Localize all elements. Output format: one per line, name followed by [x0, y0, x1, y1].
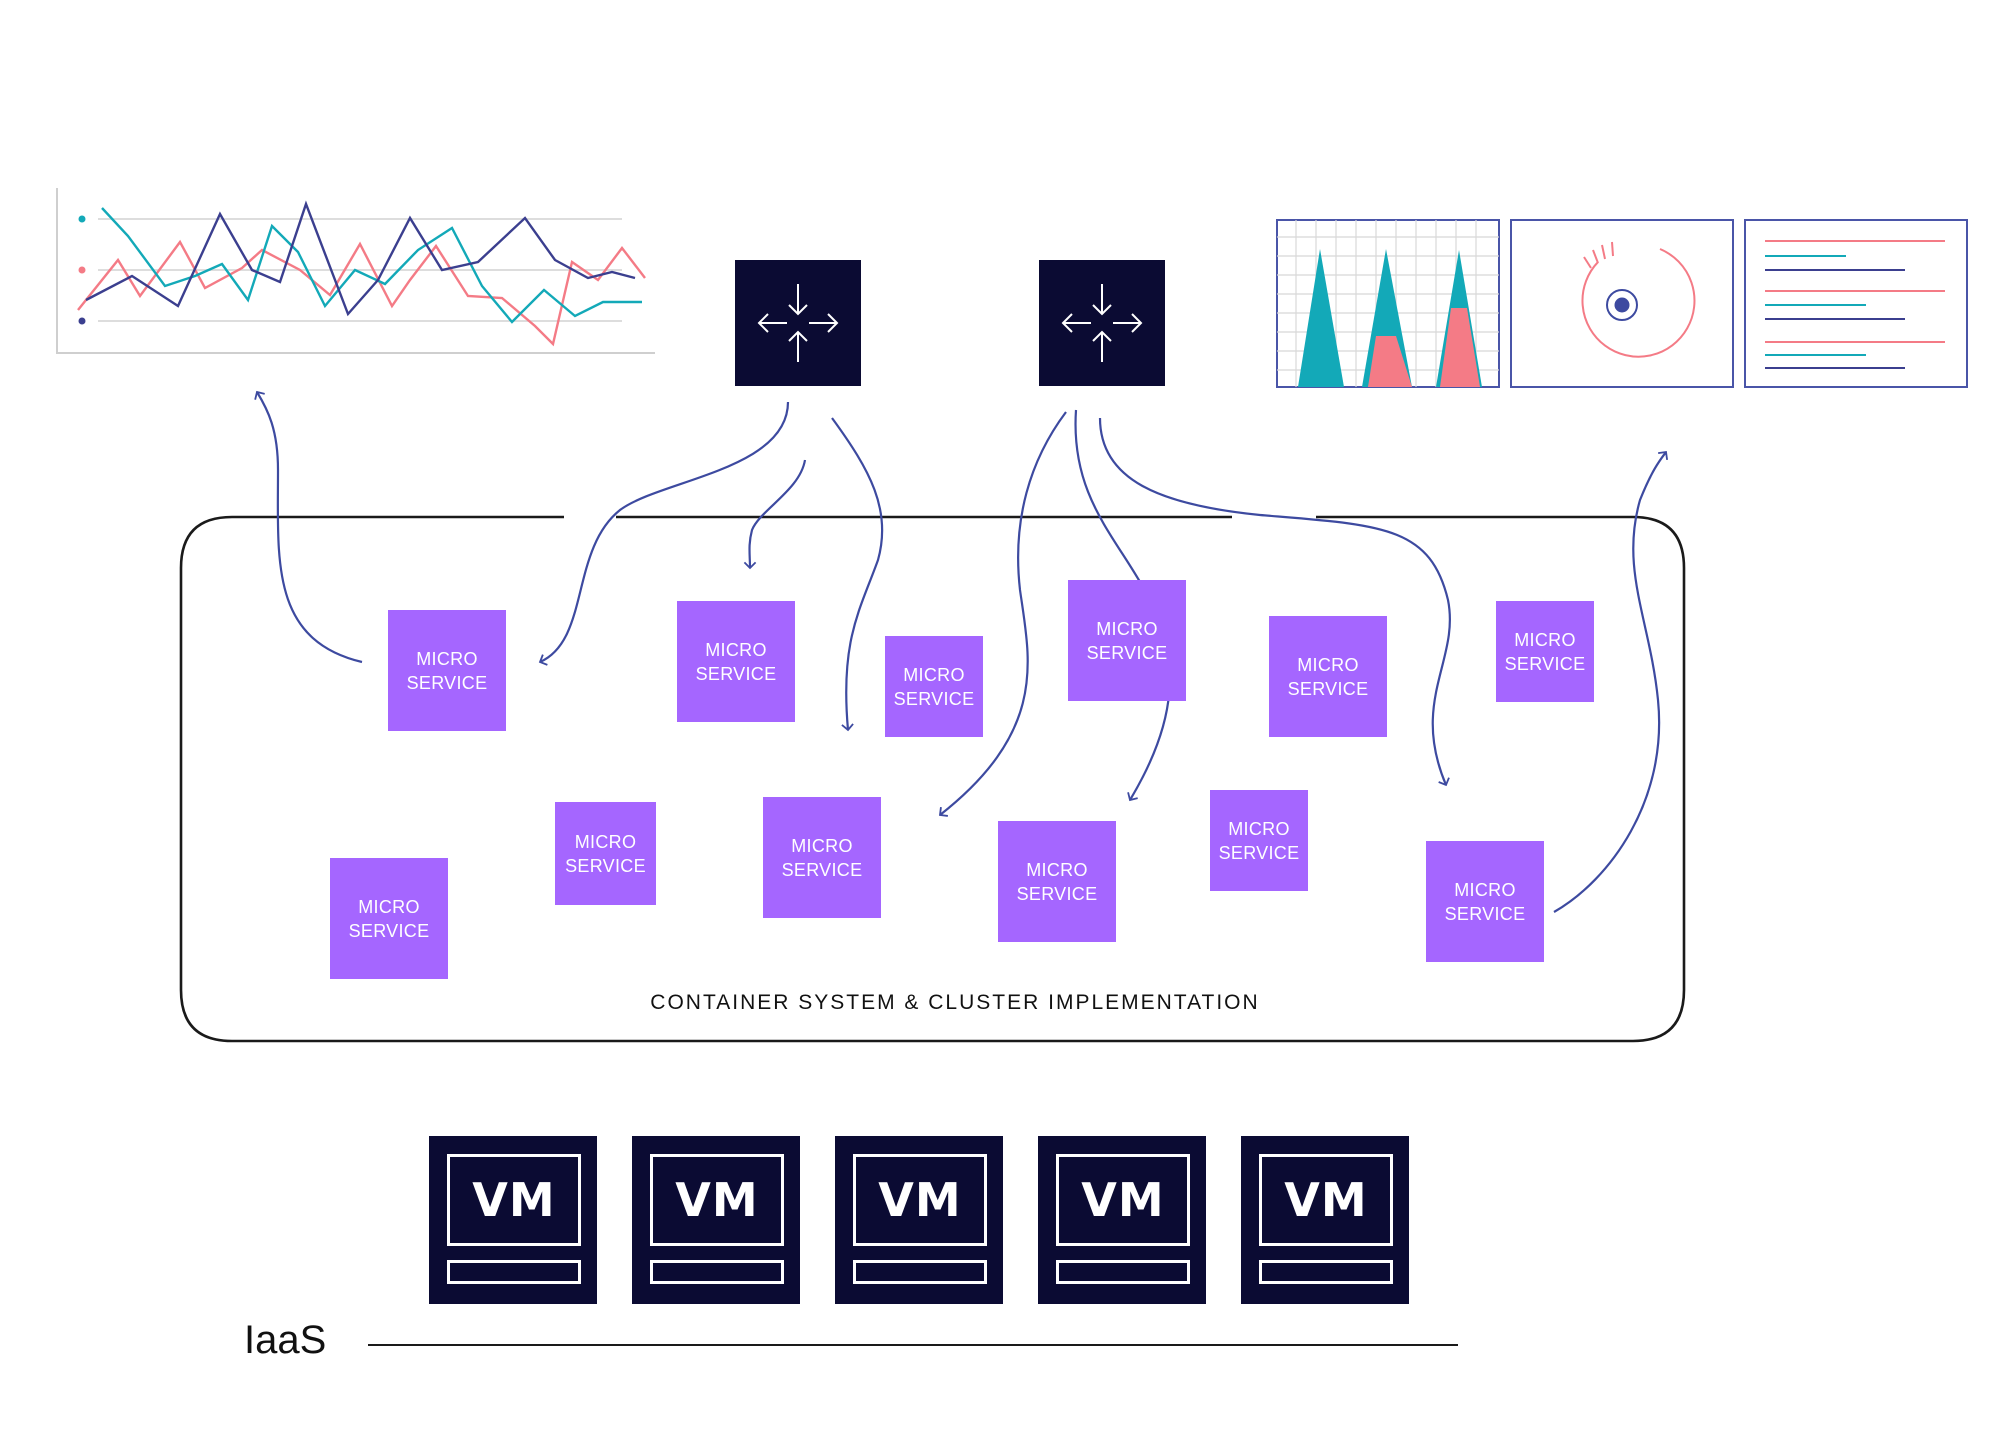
- microservice-box: MICRO SERVICE: [555, 802, 656, 905]
- microservice-box: MICRO SERVICE: [763, 797, 881, 918]
- microservice-label-line1: MICRO: [358, 896, 420, 917]
- vm-box: VM: [632, 1136, 800, 1304]
- line-chart-series-navy: [85, 200, 636, 317]
- line-chart-icon: [56, 188, 655, 354]
- radar-target-icon: [1510, 219, 1734, 388]
- microservice-label-line1: MICRO: [574, 831, 637, 852]
- arrows-converge-icon: [757, 284, 839, 362]
- vm-box: VM: [429, 1136, 597, 1304]
- microservice-box: MICRO SERVICE: [388, 610, 506, 731]
- microservice-label-line2: SERVICE: [1444, 903, 1526, 924]
- microservice-box: MICRO SERVICE: [1426, 841, 1544, 962]
- arrow-gw2-to-ms-right: [1098, 417, 1451, 787]
- arrow-gw1-down-wavy: [831, 417, 884, 732]
- vm-label: VM: [447, 1154, 581, 1246]
- microservice-box: MICRO SERVICE: [1496, 601, 1594, 702]
- microservice-label-line2: SERVICE: [1218, 842, 1300, 863]
- microservice-label-line2: SERVICE: [1016, 883, 1098, 904]
- vm-label: VM: [1259, 1154, 1393, 1246]
- microservice-label-line1: MICRO: [1454, 879, 1516, 900]
- flow-arrows: [254, 390, 1669, 913]
- microservice-label-line2: SERVICE: [406, 672, 488, 693]
- vm-label: VM: [650, 1154, 784, 1246]
- microservice-label-line2: SERVICE: [893, 688, 975, 709]
- cone-bars-chart-icon: [1276, 219, 1500, 388]
- microservice-label-line2: SERVICE: [565, 855, 646, 876]
- vm-box: VM: [1038, 1136, 1206, 1304]
- microservice-label-line1: MICRO: [1096, 618, 1158, 639]
- microservice-label-line2: SERVICE: [1504, 653, 1586, 674]
- vm-label: VM: [853, 1154, 987, 1246]
- vm-box: VM: [835, 1136, 1003, 1304]
- vm-bar: [1056, 1260, 1190, 1284]
- microservice-box: MICRO SERVICE: [1269, 616, 1387, 737]
- microservice-box: MICRO SERVICE: [1068, 580, 1186, 701]
- gateway-box: [735, 260, 861, 386]
- microservice-label-line2: SERVICE: [695, 663, 777, 684]
- vm-bar: [650, 1260, 784, 1284]
- microservice-box: MICRO SERVICE: [998, 821, 1116, 942]
- microservice-box: MICRO SERVICE: [677, 601, 795, 722]
- arrow-gw1-to-ms-left: [538, 401, 790, 666]
- gateway-box: [1039, 260, 1165, 386]
- microservice-label-line1: MICRO: [1297, 654, 1359, 675]
- vm-bar: [1259, 1260, 1393, 1284]
- microservice-label-line2: SERVICE: [1287, 678, 1369, 699]
- vm-label: VM: [1056, 1154, 1190, 1246]
- arrow-gw1-to-ms-center: [743, 459, 807, 570]
- microservice-label-line1: MICRO: [1514, 629, 1576, 650]
- microservice-label-line1: MICRO: [1026, 859, 1088, 880]
- microservice-label-line1: MICRO: [791, 835, 853, 856]
- iaas-label: IaaS: [244, 1318, 327, 1362]
- cluster-frame: [179, 515, 1686, 1043]
- microservice-label-line1: MICRO: [903, 664, 965, 685]
- log-lines-icon: [1744, 219, 1968, 388]
- microservice-label-line2: SERVICE: [348, 920, 430, 941]
- microservice-label-line1: MICRO: [705, 639, 767, 660]
- vm-bar: [853, 1260, 987, 1284]
- arrow-ms-to-chart: [254, 390, 363, 664]
- vm-bar: [447, 1260, 581, 1284]
- microservice-box: MICRO SERVICE: [1210, 790, 1308, 891]
- arrow-gw2-to-ms-lower: [938, 411, 1067, 817]
- line-chart-series-pink: [77, 239, 646, 347]
- arrows-converge-icon: [1061, 284, 1143, 362]
- line-chart-series-teal: [101, 207, 642, 324]
- microservice-box: MICRO SERVICE: [330, 858, 448, 979]
- vm-box: VM: [1241, 1136, 1409, 1304]
- arrow-ms-to-panels: [1553, 450, 1669, 913]
- microservice-label-line1: MICRO: [1228, 818, 1290, 839]
- microservice-label-line1: MICRO: [416, 648, 478, 669]
- microservice-box: MICRO SERVICE: [885, 636, 983, 737]
- microservice-label-line2: SERVICE: [1086, 642, 1168, 663]
- cluster-label: CONTAINER SYSTEM & CLUSTER IMPLEMENTATIO…: [650, 991, 1260, 1014]
- microservice-label-line2: SERVICE: [781, 859, 863, 880]
